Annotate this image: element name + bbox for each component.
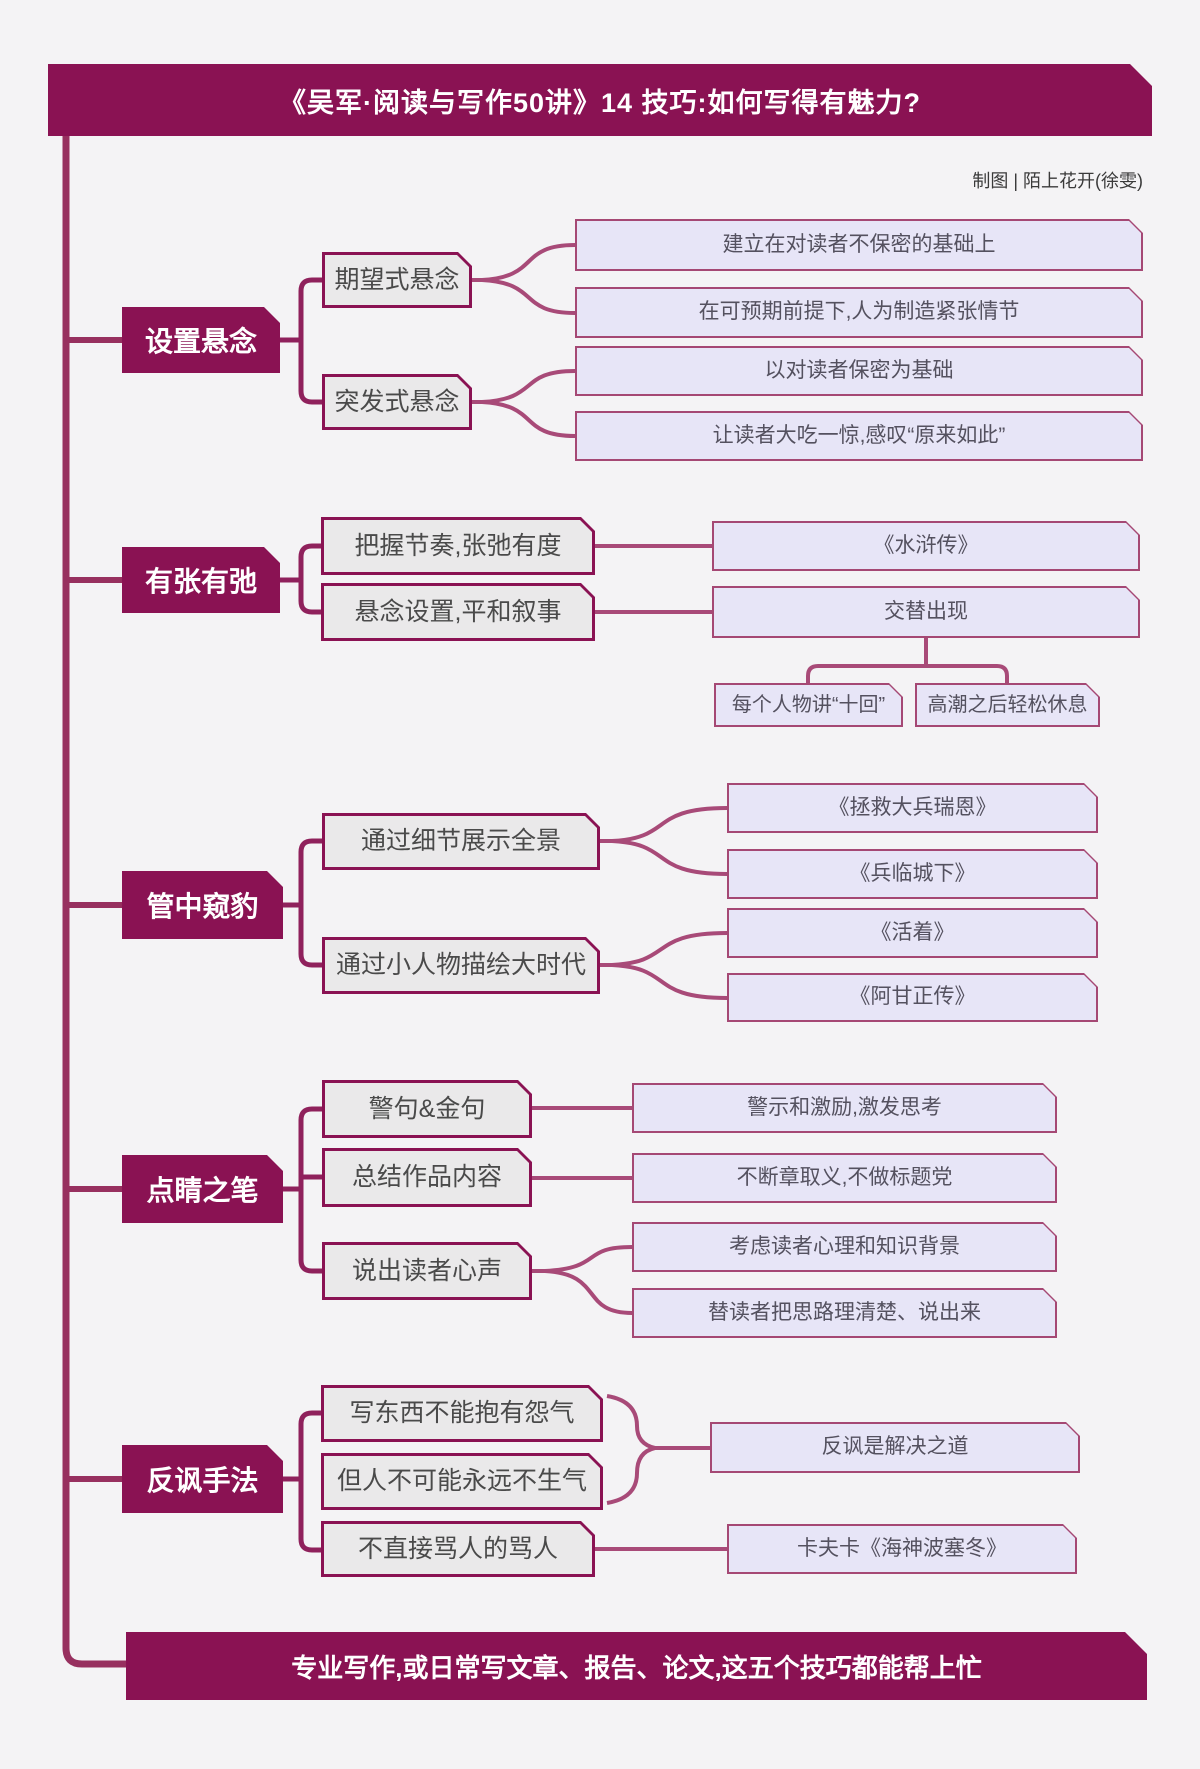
node-expectation-suspense: 期望式悬念 bbox=[322, 252, 472, 308]
leaf-irony-is-solution: 反讽是解决之道 bbox=[710, 1422, 1080, 1473]
section-node-finishing-touch: 点睛之笔 bbox=[122, 1155, 283, 1223]
leaf-kafka-poseidon: 卡夫卡《海神波塞冬》 bbox=[727, 1524, 1077, 1574]
node-no-grudge: 写东西不能抱有怨气 bbox=[321, 1385, 603, 1442]
leaf-no-secret-basis: 建立在对读者不保密的基础上 bbox=[575, 219, 1143, 271]
leaf-to-live: 《活着》 bbox=[727, 908, 1098, 958]
leaf-ten-chapters-per-character: 每个人物讲“十回” bbox=[714, 683, 903, 727]
leaf-saving-private-ryan: 《拯救大兵瑞恩》 bbox=[727, 783, 1098, 833]
leaf-alternate-appearance: 交替出现 bbox=[712, 586, 1140, 638]
node-indirect-scolding: 不直接骂人的骂人 bbox=[321, 1521, 595, 1577]
node-detail-panorama: 通过细节展示全景 bbox=[322, 813, 600, 870]
leaf-reader-psychology: 考虑读者心理和知识背景 bbox=[632, 1222, 1057, 1272]
node-cannot-avoid-anger: 但人不可能永远不生气 bbox=[321, 1453, 603, 1510]
title-banner: 《吴军·阅读与写作50讲》14 技巧:如何写得有魅力? bbox=[48, 64, 1152, 136]
credit-text: 制图 | 陌上花开(徐雯) bbox=[972, 171, 1143, 191]
leaf-forrest-gump: 《阿甘正传》 bbox=[727, 973, 1098, 1022]
footer-text: 专业写作,或日常写文章、报告、论文,这五个技巧都能帮上忙 bbox=[291, 1652, 982, 1683]
leaf-secrecy-basis: 以对读者保密为基础 bbox=[575, 346, 1143, 396]
node-grasp-rhythm: 把握节奏,张弛有度 bbox=[321, 517, 595, 575]
node-reader-voice: 说出读者心声 bbox=[322, 1242, 532, 1300]
section-node-suspense: 设置悬念 bbox=[122, 307, 280, 373]
page-title: 《吴军·阅读与写作50讲》14 技巧:如何写得有魅力? bbox=[278, 87, 922, 118]
node-aphorism: 警句&金句 bbox=[322, 1080, 532, 1138]
leaf-warn-inspire: 警示和激励,激发思考 bbox=[632, 1083, 1057, 1133]
node-small-figures-era: 通过小人物描绘大时代 bbox=[322, 937, 600, 994]
leaf-water-margin: 《水浒传》 bbox=[712, 521, 1140, 571]
node-sudden-suspense: 突发式悬念 bbox=[322, 374, 472, 430]
footer-banner: 专业写作,或日常写文章、报告、论文,这五个技巧都能帮上忙 bbox=[126, 1632, 1147, 1700]
section-node-irony: 反讽手法 bbox=[122, 1445, 283, 1513]
leaf-clarify-for-reader: 替读者把思路理清楚、说出来 bbox=[632, 1288, 1057, 1338]
node-calm-narrative: 悬念设置,平和叙事 bbox=[321, 583, 595, 641]
leaf-no-clickbait: 不断章取义,不做标题党 bbox=[632, 1153, 1057, 1203]
leaf-enemy-at-the-gates: 《兵临城下》 bbox=[727, 849, 1098, 899]
leaf-man-made-tension: 在可预期前提下,人为制造紧张情节 bbox=[575, 287, 1143, 338]
section-node-glimpse: 管中窥豹 bbox=[122, 871, 283, 939]
leaf-relax-after-climax: 高潮之后轻松休息 bbox=[915, 683, 1100, 727]
leaf-surprise-reader: 让读者大吃一惊,感叹“原来如此” bbox=[575, 411, 1143, 461]
section-node-tension-relaxation: 有张有弛 bbox=[122, 547, 280, 613]
node-summarize-work: 总结作品内容 bbox=[322, 1148, 532, 1207]
